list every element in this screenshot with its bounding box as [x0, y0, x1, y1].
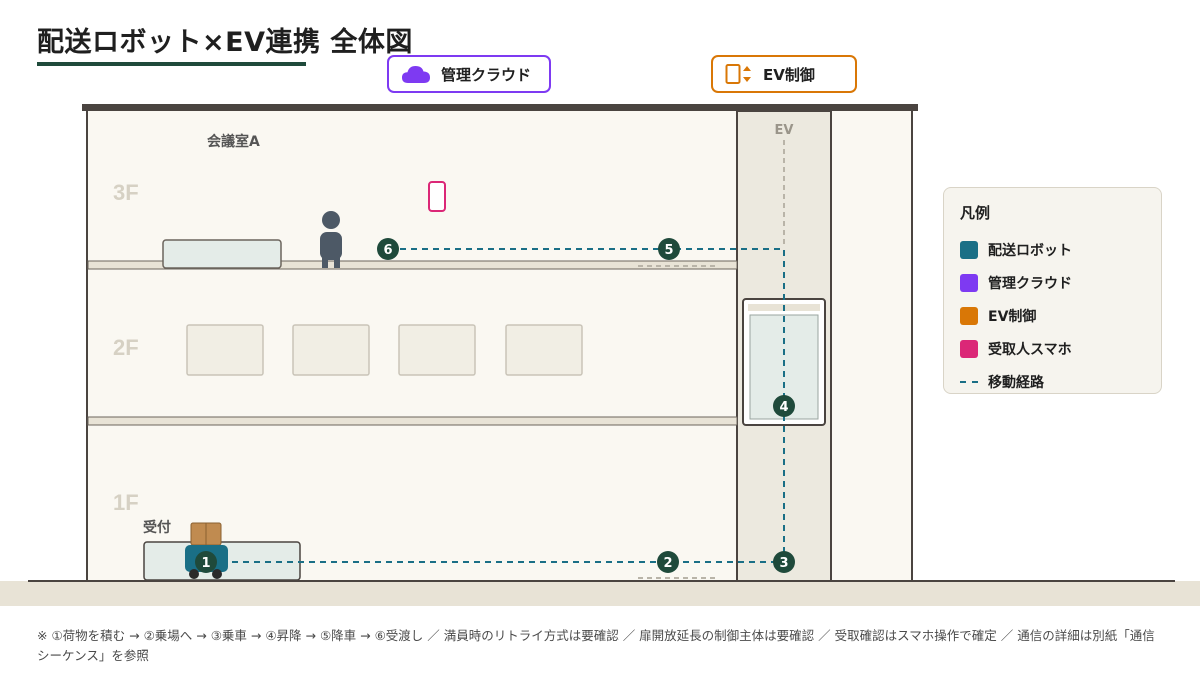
svg-text:6: 6 — [383, 243, 392, 258]
room-window-3 — [398, 324, 476, 376]
recipient-person-icon — [320, 211, 342, 268]
step-badge-6: 6 — [377, 238, 399, 260]
footnote: ※ ①荷物を積む → ②乗場へ → ③乗車 → ④昇降 → ⑤降車 → ⑥受渡し… — [37, 628, 1155, 663]
cloud-icon — [402, 66, 430, 83]
legend-label-cloud: 管理クラウド — [988, 275, 1072, 292]
legend-label-phone: 受取人スマホ — [988, 341, 1072, 358]
legend-swatch-phone — [960, 339, 978, 358]
floor-label-1f: 1F — [113, 490, 139, 515]
ev-control-callout-label: EV制御 — [763, 65, 815, 84]
room-window-4 — [505, 324, 583, 376]
floor-slab-2f — [87, 416, 738, 426]
cloud-callout-label: 管理クラウド — [441, 65, 532, 84]
ev-control-callout: EV制御 — [711, 55, 857, 93]
legend-swatch-cloud — [960, 273, 978, 292]
title-underline — [37, 62, 306, 66]
legend-label-ev: EV制御 — [988, 308, 1037, 325]
room-window-2 — [292, 324, 370, 376]
floor-slab-3f — [87, 260, 738, 270]
legend-label-robot: 配送ロボット — [988, 242, 1072, 259]
legend: 凡例 配送ロボット 管理クラウド EV制御 受取人スマホ 移動経路 — [943, 187, 1162, 394]
meeting-table — [162, 239, 282, 269]
legend-label-route: 移動経路 — [988, 374, 1044, 391]
svg-text:3: 3 — [779, 556, 788, 571]
legend-item-route: 移動経路 — [960, 365, 1145, 398]
legend-swatch-robot — [960, 240, 978, 259]
legend-item-phone: 受取人スマホ — [960, 332, 1145, 365]
page-title: 配送ロボット×EV連携 全体図 — [37, 27, 413, 58]
svg-text:4: 4 — [779, 400, 788, 415]
legend-title: 凡例 — [960, 204, 991, 222]
ground — [0, 581, 1200, 606]
svg-text:2: 2 — [663, 556, 672, 571]
step-badge-5: 5 — [658, 238, 680, 260]
legend-swatch-ev — [960, 306, 978, 325]
cloud-callout: 管理クラウド — [387, 55, 551, 93]
svg-text:5: 5 — [664, 243, 673, 258]
step-badge-1: 1 — [195, 551, 217, 573]
building-roof — [82, 104, 918, 111]
legend-item-cloud: 管理クラウド — [960, 266, 1145, 299]
legend-swatch-route — [960, 380, 978, 383]
step-badge-2: 2 — [657, 551, 679, 573]
ev-shaft-label: EV — [775, 123, 794, 138]
legend-item-ev: EV制御 — [960, 299, 1145, 332]
floor-label-2f: 2F — [113, 335, 139, 360]
reception-label: 受付 — [143, 519, 171, 536]
floor-label-3f: 3F — [113, 180, 139, 205]
step-badge-3: 3 — [773, 551, 795, 573]
room-window-1 — [186, 324, 264, 376]
svg-text:1: 1 — [201, 556, 210, 571]
legend-item-robot: 配送ロボット — [960, 233, 1145, 266]
smartphone-icon — [428, 181, 446, 212]
step-badge-4: 4 — [773, 395, 795, 417]
meeting-room-label: 会議室A — [207, 133, 260, 150]
elevator-control-icon — [725, 64, 751, 84]
